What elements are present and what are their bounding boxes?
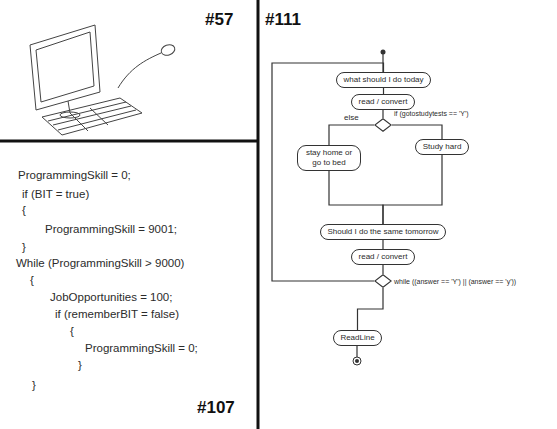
terminal-box: ReadLine [333, 330, 382, 346]
node-text: read / convert [358, 252, 408, 262]
panel-divider [0, 140, 258, 143]
node-text: what should I do today [343, 75, 424, 85]
code-line: if (BIT = true) [22, 187, 89, 201]
code-line: ProgrammingSkill = 9001; [45, 222, 177, 236]
panel-divider [257, 0, 260, 429]
node-text: Study hard [422, 142, 462, 152]
terminal-box: what should I do today [336, 72, 431, 88]
flow-connector [382, 110, 383, 118]
code-line: JobOpportunities = 100; [50, 290, 172, 304]
brace: } [78, 358, 82, 372]
panel-number: #57 [205, 10, 233, 30]
flow-connector [329, 171, 383, 224]
brace: { [22, 203, 26, 217]
code-line: ProgrammingSkill = 0; [85, 341, 198, 355]
brace: { [70, 324, 74, 338]
brace: { [30, 273, 34, 287]
flow-connector [382, 265, 383, 274]
brace: } [22, 240, 26, 254]
diamond-outline [374, 274, 392, 288]
process-box: stay home or go to bed [297, 145, 361, 171]
condition-text: if (gotostudytests == 'Y') [394, 109, 469, 118]
flow-connector [358, 288, 384, 330]
process-box: read / convert [351, 94, 415, 110]
code-line: if (rememberBIT = false) [55, 307, 179, 321]
node-text: ReadLine [340, 333, 375, 343]
brace: } [32, 378, 36, 392]
panel-number: #107 [197, 398, 235, 418]
process-box: read / convert [351, 249, 415, 265]
diamond-outline [374, 118, 392, 132]
flow-connector [392, 125, 442, 139]
panel-number: #111 [265, 10, 301, 30]
node-text: stay home or go to bed [304, 148, 354, 168]
process-box: Should I do the same tomorrow [320, 224, 446, 240]
decision-diamond: while ((answer == 'Y') || (answer == 'y'… [374, 274, 392, 288]
condition-text: while ((answer == 'Y') || (answer == 'y'… [394, 277, 516, 286]
edge-label: else [343, 113, 360, 123]
decision-diamond: if (gotostudytests == 'Y') [374, 118, 392, 132]
node-text: read / convert [358, 97, 408, 107]
code-line: While (ProgrammingSkill > 9000) [16, 256, 184, 270]
computer-drawing [30, 25, 176, 135]
process-box: Study hard [415, 139, 469, 155]
node-text: Should I do the same tomorrow [327, 227, 439, 237]
flow-connector [383, 155, 442, 224]
flow-connector [382, 240, 383, 249]
flow-connector [329, 125, 374, 145]
code-line: ProgrammingSkill = 0; [18, 168, 131, 182]
